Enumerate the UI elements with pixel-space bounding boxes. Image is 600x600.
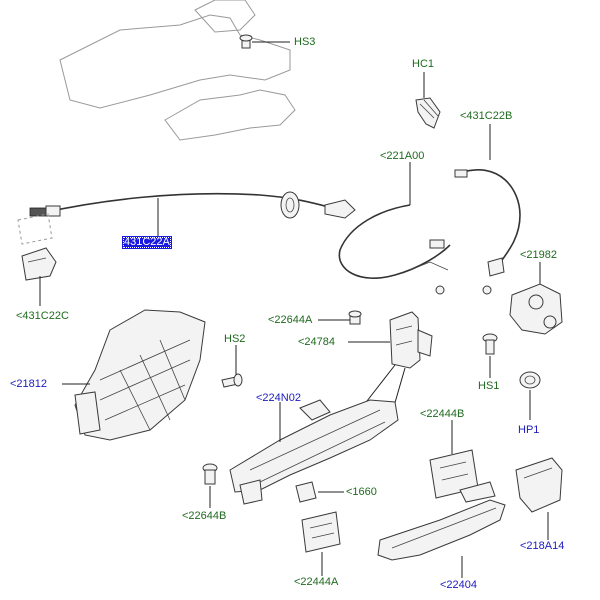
cable-431c22a[interactable] <box>17 191 356 245</box>
hp1-plug[interactable] <box>519 371 541 420</box>
callout-431c22c[interactable]: <431C22C <box>16 310 69 322</box>
gasket-22444a[interactable] <box>301 511 341 576</box>
callout-21982[interactable]: <21982 <box>520 249 558 261</box>
hs1-screw[interactable] <box>482 333 498 378</box>
clip-22644a[interactable] <box>318 310 362 325</box>
handle-carrier-224n02[interactable] <box>229 399 399 505</box>
hs2-screw[interactable] <box>221 345 243 388</box>
callout-22644a[interactable]: <22644A <box>268 314 313 326</box>
callout-22444b[interactable]: <22444B <box>420 408 465 420</box>
callout-hs2[interactable]: HS2 <box>224 333 246 345</box>
callout-431c22a[interactable]: 431C22A <box>122 236 172 249</box>
bracket-431c22c[interactable] <box>21 247 57 306</box>
callout-1660[interactable]: <1660 <box>346 486 377 498</box>
door-latch-21812[interactable] <box>62 309 206 441</box>
cable-221a00[interactable] <box>338 162 451 295</box>
callout-hc1[interactable]: HC1 <box>412 58 435 70</box>
cable-431c22b[interactable] <box>454 124 521 295</box>
callout-hp1[interactable]: HP1 <box>518 424 540 436</box>
callout-224n02[interactable]: <224N02 <box>256 392 301 404</box>
callout-22644b[interactable]: <22644B <box>182 510 227 522</box>
reference-handle-outline <box>59 0 296 141</box>
callout-24784[interactable]: <24784 <box>298 336 336 348</box>
part-1660[interactable] <box>295 481 344 503</box>
clip-22644b[interactable] <box>202 463 218 508</box>
callout-218a14[interactable]: <218A14 <box>520 540 565 552</box>
callout-22444a[interactable]: <22444A <box>294 576 339 588</box>
exterior-handle-22404[interactable] <box>377 481 506 578</box>
callout-22404[interactable]: <22404 <box>440 579 478 591</box>
lock-cylinder-21982[interactable] <box>509 262 563 335</box>
callout-221a00[interactable]: <221A00 <box>380 150 425 162</box>
callout-21812[interactable]: <21812 <box>10 378 48 390</box>
hc1-clip[interactable] <box>415 72 441 129</box>
callout-hs3[interactable]: HS3 <box>294 36 316 48</box>
callout-hs1[interactable]: HS1 <box>478 380 500 392</box>
callout-431c22b[interactable]: <431C22B <box>460 110 513 122</box>
handle-cap-218a14[interactable] <box>515 457 563 540</box>
bracket-24784[interactable] <box>348 311 433 369</box>
gasket-22444b[interactable] <box>429 420 479 499</box>
hs3-screw[interactable] <box>239 34 290 49</box>
